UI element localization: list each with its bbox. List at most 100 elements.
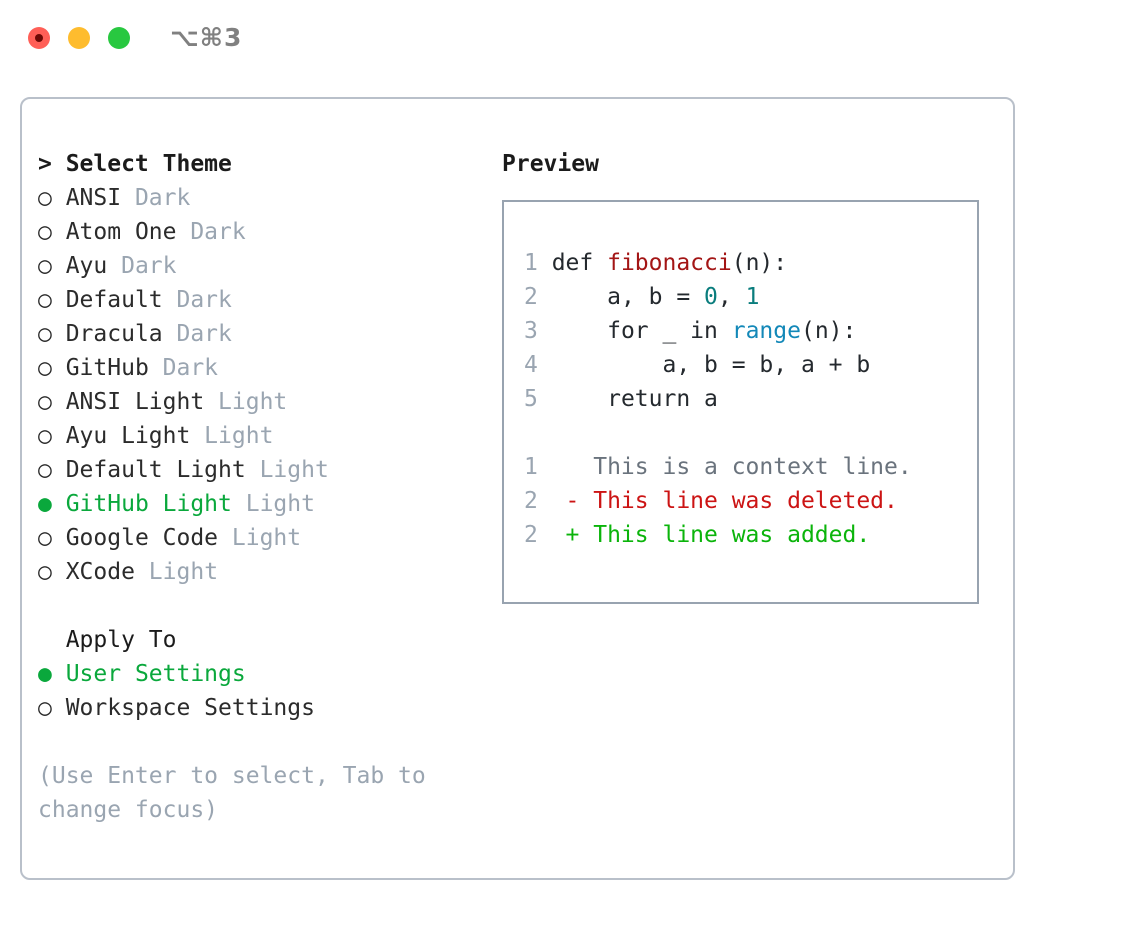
- theme-option-variant: Dark: [148, 355, 219, 381]
- maximize-window-button[interactable]: [108, 27, 130, 49]
- apply-to-header: Apply To: [38, 627, 177, 653]
- code-token-plain: (n):: [731, 250, 788, 276]
- diff-line: 2 - This line was deleted.: [524, 484, 977, 518]
- code-token-num: 1: [745, 284, 760, 310]
- theme-option-list[interactable]: ○ ANSI Dark○ Atom One Dark○ Ayu Dark○ De…: [38, 181, 488, 589]
- apply-to-option-0[interactable]: ● User Settings: [38, 657, 488, 691]
- theme-option-label: Dracula: [65, 321, 163, 347]
- theme-option-8[interactable]: ○ Default Light Light: [38, 453, 488, 487]
- theme-option-label: Default: [65, 287, 163, 313]
- main-panel: > Select Theme ○ ANSI Dark○ Atom One Dar…: [20, 97, 1015, 880]
- diff-line-number: 2: [524, 522, 538, 548]
- diff-sample: 1 This is a context line.2 - This line w…: [524, 450, 977, 552]
- code-gutter-gap: [538, 318, 552, 344]
- theme-option-4[interactable]: ○ Dracula Dark: [38, 317, 488, 351]
- radio-unselected-icon: ○: [38, 185, 66, 211]
- code-token-plain: a, b =: [551, 284, 705, 310]
- radio-unselected-icon: ○: [38, 253, 66, 279]
- code-token-plain: (n):: [800, 318, 857, 344]
- title-bar: ⌥⌘3: [0, 0, 1140, 76]
- diff-line: 1 This is a context line.: [524, 450, 977, 484]
- theme-option-variant: Light: [190, 423, 274, 449]
- code-token-plain: ,: [717, 284, 746, 310]
- apply-to-option-label: Workspace Settings: [65, 695, 315, 721]
- code-line-number: 5: [524, 386, 538, 412]
- radio-selected-icon: ●: [38, 661, 66, 687]
- theme-option-variant: Dark: [162, 321, 232, 347]
- diff-line: 2 + This line was added.: [524, 518, 977, 552]
- apply-to-option-label: User Settings: [65, 661, 246, 687]
- code-token-plain: for _ in: [551, 318, 732, 344]
- keyboard-shortcut-label: ⌥⌘3: [170, 23, 243, 52]
- theme-option-variant: Light: [245, 457, 329, 483]
- diff-line-number: 2: [524, 488, 538, 514]
- code-gutter-gap: [538, 352, 552, 378]
- theme-option-variant: Dark: [107, 253, 177, 279]
- minimize-window-button[interactable]: [68, 27, 90, 49]
- theme-option-label: Default Light: [65, 457, 246, 483]
- code-line: 1 def fibonacci(n):: [524, 246, 977, 280]
- theme-option-3[interactable]: ○ Default Dark: [38, 283, 488, 317]
- code-token-call: range: [731, 318, 801, 344]
- diff-line-del: - This line was deleted.: [537, 488, 898, 514]
- theme-option-variant: Dark: [176, 219, 246, 245]
- radio-unselected-icon: ○: [38, 559, 66, 585]
- theme-option-11[interactable]: ○ XCode Light: [38, 555, 488, 589]
- code-gutter-gap: [538, 284, 552, 310]
- code-line-number: 4: [524, 352, 538, 378]
- close-window-button[interactable]: [28, 27, 50, 49]
- theme-option-label: Ayu Light: [65, 423, 191, 449]
- code-line-number: 2: [524, 284, 538, 310]
- theme-option-10[interactable]: ○ Google Code Light: [38, 521, 488, 555]
- diff-line-add: + This line was added.: [537, 522, 871, 548]
- code-line: 3 for _ in range(n):: [524, 314, 977, 348]
- code-token-plain: a, b = b, a + b: [551, 352, 871, 378]
- code-line: 5 return a: [524, 382, 977, 416]
- diff-line-ctx: This is a context line.: [537, 454, 912, 480]
- theme-option-variant: Dark: [162, 287, 232, 313]
- apply-to-option-list[interactable]: ● User Settings○ Workspace Settings: [38, 657, 488, 725]
- code-token-num: 0: [704, 284, 718, 310]
- theme-option-label: Ayu: [65, 253, 108, 279]
- theme-option-label: ANSI Light: [65, 389, 205, 415]
- theme-option-variant: Dark: [121, 185, 191, 211]
- theme-option-label: XCode: [65, 559, 135, 585]
- theme-option-5[interactable]: ○ GitHub Dark: [38, 351, 488, 385]
- radio-unselected-icon: ○: [38, 321, 66, 347]
- theme-option-label: Google Code: [65, 525, 219, 551]
- code-token-plain: def: [551, 250, 608, 276]
- select-theme-header: > Select Theme: [38, 151, 232, 177]
- theme-option-label: GitHub Light: [65, 491, 232, 517]
- theme-option-variant: Light: [134, 559, 219, 585]
- theme-option-label: ANSI: [65, 185, 122, 211]
- code-token-plain: return a: [551, 386, 718, 412]
- code-diff-spacer: [524, 416, 977, 450]
- theme-option-variant: Light: [204, 389, 288, 415]
- theme-selection-column: > Select Theme ○ ANSI Dark○ Atom One Dar…: [38, 147, 488, 827]
- theme-option-9[interactable]: ● GitHub Light Light: [38, 487, 488, 521]
- radio-unselected-icon: ○: [38, 457, 66, 483]
- radio-unselected-icon: ○: [38, 423, 66, 449]
- section-spacer: [38, 589, 488, 623]
- code-line-number: 3: [524, 318, 538, 344]
- theme-option-1[interactable]: ○ Atom One Dark: [38, 215, 488, 249]
- preview-title: Preview: [502, 151, 599, 177]
- code-line-number: 1: [524, 250, 538, 276]
- apply-to-option-1[interactable]: ○ Workspace Settings: [38, 691, 488, 725]
- theme-option-2[interactable]: ○ Ayu Dark: [38, 249, 488, 283]
- radio-unselected-icon: ○: [38, 287, 66, 313]
- code-token-fn: fibonacci: [607, 250, 732, 276]
- code-gutter-gap: [538, 386, 552, 412]
- diff-line-number: 1: [524, 454, 538, 480]
- code-line: 4 a, b = b, a + b: [524, 348, 977, 382]
- theme-option-0[interactable]: ○ ANSI Dark: [38, 181, 488, 215]
- theme-option-label: GitHub: [65, 355, 149, 381]
- theme-option-6[interactable]: ○ ANSI Light Light: [38, 385, 488, 419]
- theme-option-7[interactable]: ○ Ayu Light Light: [38, 419, 488, 453]
- radio-unselected-icon: ○: [38, 525, 66, 551]
- radio-selected-icon: ●: [38, 491, 66, 517]
- code-gutter-gap: [538, 250, 552, 276]
- theme-option-variant: Light: [218, 525, 302, 551]
